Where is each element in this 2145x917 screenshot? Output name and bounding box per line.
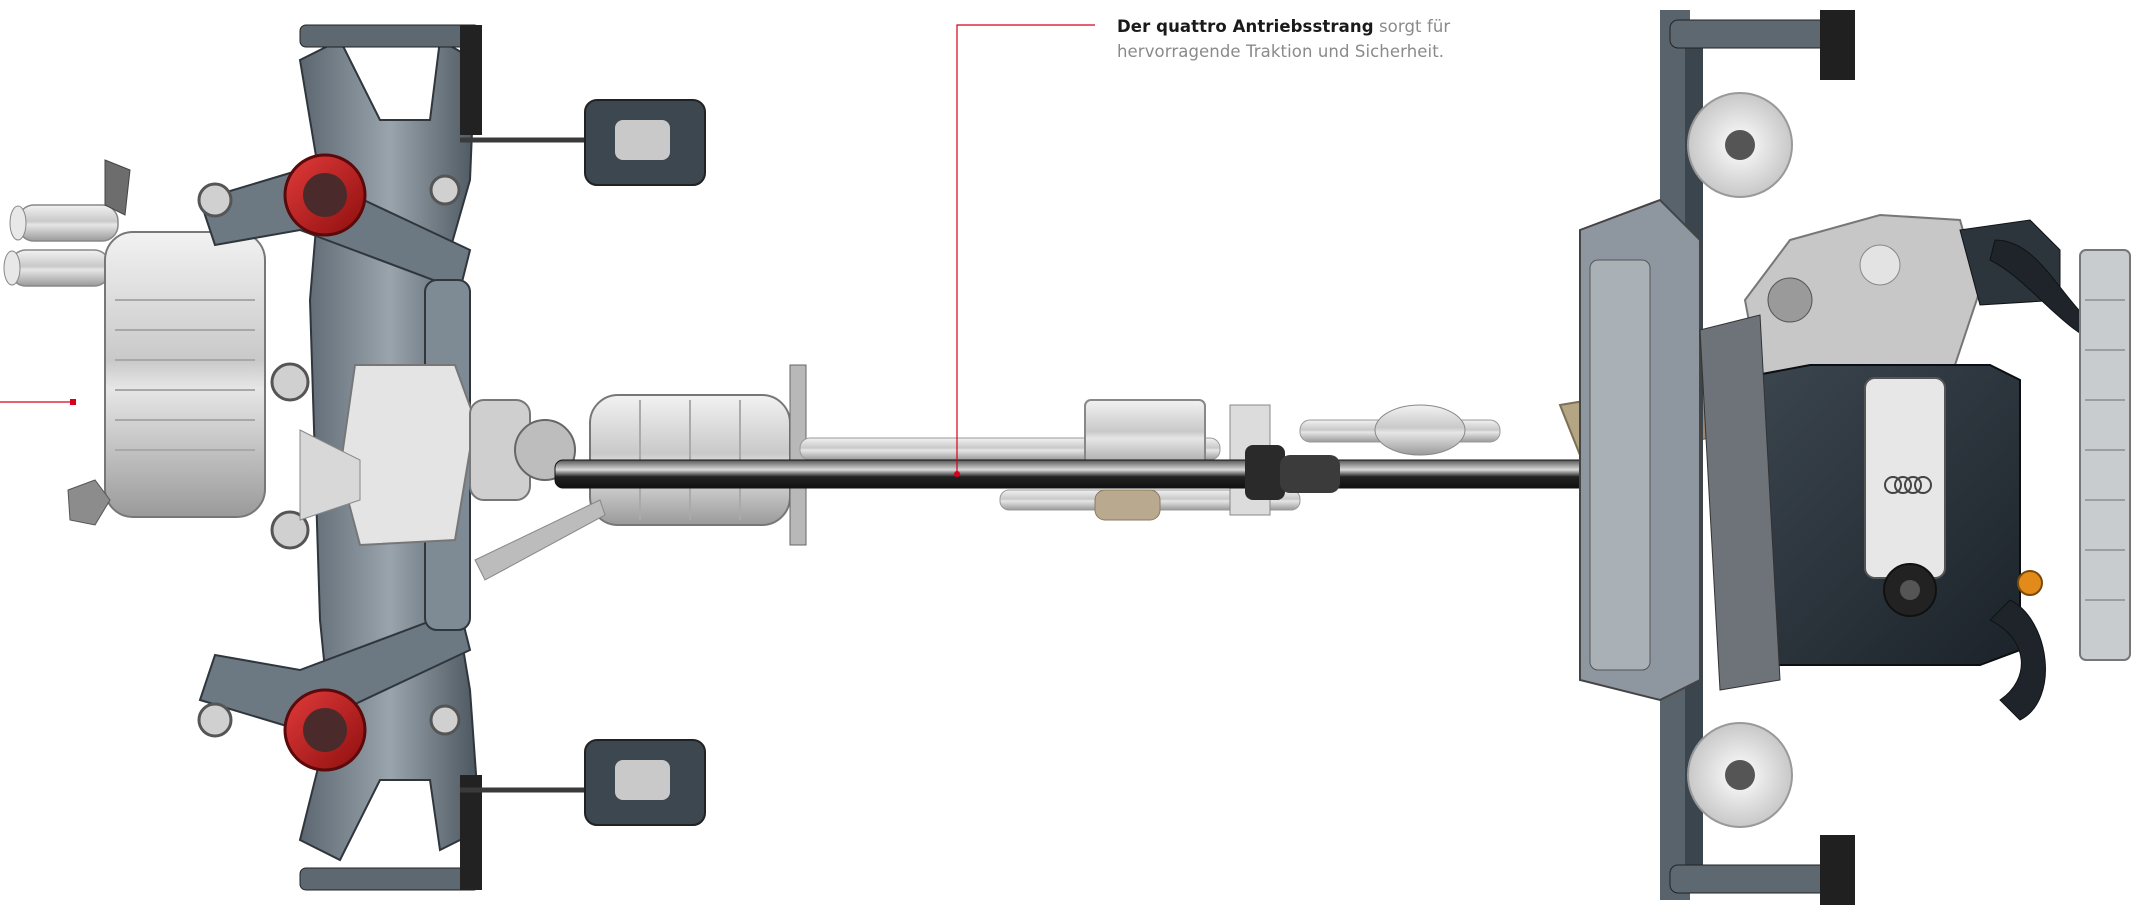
drivetrain-caption: Der quattro Antriebsstrang sorgt für her…: [1117, 14, 1557, 64]
caption-line2: hervorragende Traktion und Sicherheit.: [1117, 42, 1445, 61]
front-brake-discs: [1669, 10, 1855, 905]
rear-mounts: [460, 99, 706, 826]
front-hubs: [1687, 92, 1793, 828]
engine-block: [1699, 314, 2043, 691]
exhaust-tips: [3, 204, 119, 287]
rear-differential: [299, 364, 576, 547]
callout-drivetrain: [954, 24, 1095, 477]
rear-muffler: [67, 159, 266, 526]
intake-pipes: [1959, 219, 2131, 721]
caption-bold: Der quattro Antriebsstrang: [1117, 17, 1374, 36]
rear-brake-discs: [299, 24, 482, 891]
gearbox: [1743, 213, 1982, 381]
caption-line1-rest: sorgt für: [1378, 17, 1451, 36]
rear-bushings: [283, 153, 367, 772]
front-axle: [1579, 10, 1703, 900]
propeller-shaft: [554, 445, 1696, 500]
callout-left: [0, 399, 76, 405]
